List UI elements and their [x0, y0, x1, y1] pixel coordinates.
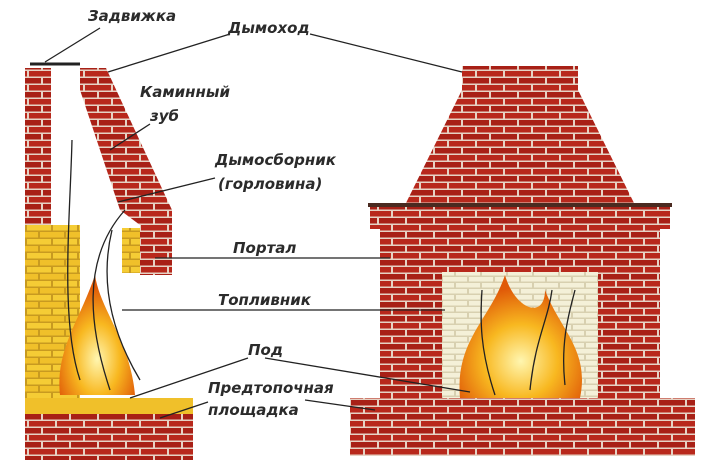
flame-front [459, 275, 582, 398]
chimney-hood [405, 66, 635, 205]
label-damper: Задвижка [88, 7, 176, 25]
front-airflow-arrows [480, 289, 576, 396]
label-smoke-shelf-2: зуб [149, 107, 179, 125]
label-smoke-chamber: Дымосборник [214, 151, 337, 169]
front-view [350, 66, 695, 456]
smoke-shelf-front-wall [80, 68, 172, 275]
label-hearth: Под [248, 341, 283, 359]
rear-wall [25, 68, 51, 228]
label-firebox: Топливник [218, 291, 312, 309]
section-view [25, 62, 193, 460]
hearth-front [350, 398, 695, 430]
hearth-extension-front [350, 428, 695, 456]
label-portal: Портал [233, 239, 296, 257]
flame-section [59, 275, 136, 395]
leader-lines [44, 27, 471, 419]
label-hearth-extension-2: площадка [208, 401, 299, 419]
hearth-base [25, 414, 193, 460]
label-hearth-extension: Предтопочная [208, 379, 334, 397]
hearth-slab [25, 398, 193, 416]
mantel-edge [368, 203, 672, 207]
label-smoke-shelf: Каминный [140, 83, 230, 101]
airflow-arrows [67, 139, 141, 391]
mantel [370, 205, 670, 229]
lintel-firebrick [122, 228, 140, 273]
label-smoke-chamber-2: (горловина) [218, 175, 322, 193]
label-chimney: Дымоход [227, 19, 310, 37]
